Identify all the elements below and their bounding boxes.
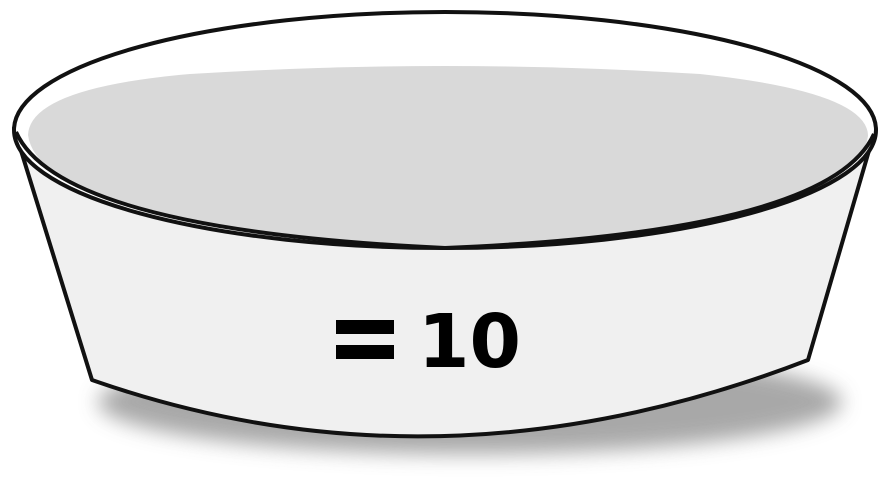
equals-sign: = (334, 284, 396, 370)
bowl-value-label: 10 (418, 299, 521, 385)
equals-symbol-text: = (334, 284, 396, 370)
